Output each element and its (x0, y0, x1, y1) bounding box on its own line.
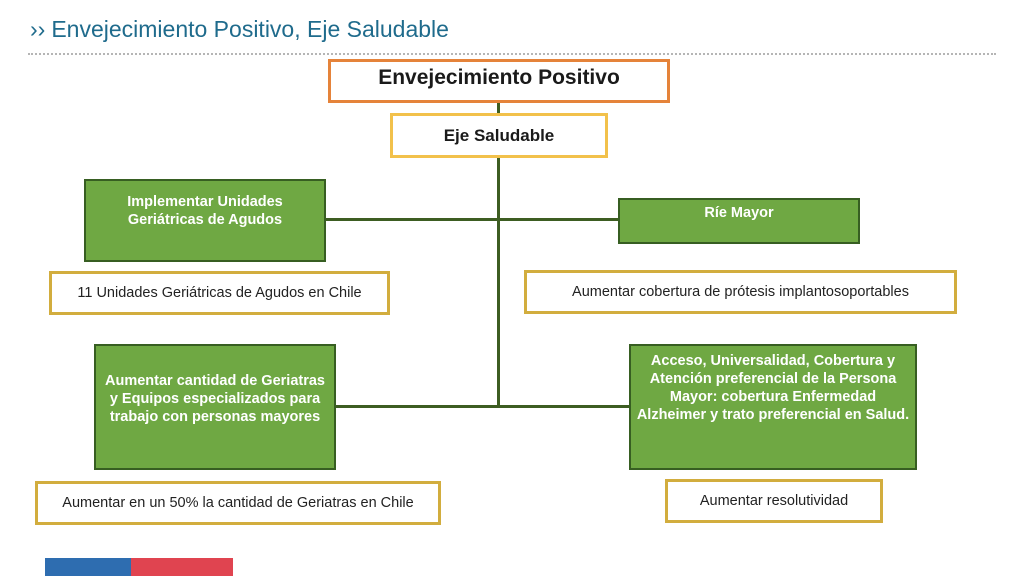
eje-saludable-node: Eje Saludable (390, 113, 608, 158)
connector-left-1 (325, 218, 622, 221)
connector-left-2 (335, 405, 632, 408)
goal-unidades-geriatricas: 11 Unidades Geriátricas de Agudos en Chi… (49, 271, 390, 315)
goal-geriatras: Aumentar en un 50% la cantidad de Geriat… (35, 481, 441, 525)
chevron-right-icon: ›› (30, 16, 46, 42)
footer-blue-bar (45, 558, 131, 576)
goal-resolutividad: Aumentar resolutividad (665, 479, 883, 523)
node-unidades-geriatricas: Implementar Unidades Geriátricas de Agud… (84, 179, 326, 262)
footer-red-bar (131, 558, 233, 576)
node-geriatras: Aumentar cantidad de Geriatras y Equipos… (94, 344, 336, 470)
node-rie-mayor: Ríe Mayor (618, 198, 860, 244)
page-title: ››Envejecimiento Positivo, Eje Saludable (30, 16, 449, 43)
connector-main-trunk (497, 103, 500, 407)
page-title-text: Envejecimiento Positivo, Eje Saludable (51, 16, 449, 42)
dotted-divider (28, 53, 996, 55)
goal-protesis: Aumentar cobertura de prótesis implantos… (524, 270, 957, 314)
node-acceso-universalidad: Acceso, Universalidad, Cobertura y Atenc… (629, 344, 917, 470)
root-node: Envejecimiento Positivo (328, 59, 670, 103)
